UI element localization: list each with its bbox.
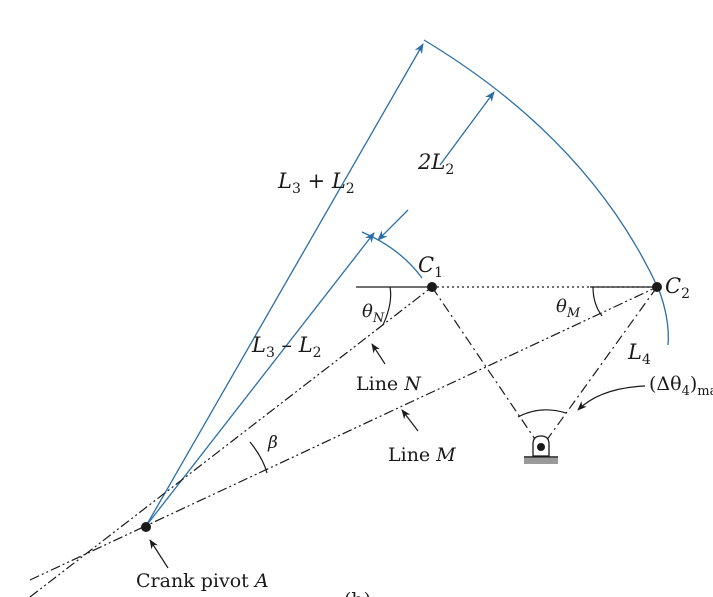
dim-line-l3-plus-l2: [145, 43, 424, 527]
label-l4: L4: [627, 340, 651, 368]
caption-fragment: (b): [344, 589, 371, 597]
pointer-delta-theta: [577, 385, 646, 411]
label-delta-theta-max: (Δθ4)max: [649, 373, 713, 399]
label-c1: C1: [418, 253, 443, 281]
label-c2: C2: [665, 274, 690, 302]
pointer-line-m: [401, 409, 419, 432]
rocker-c1: [431, 286, 542, 449]
arc-l3-plus-l2: [423, 39, 669, 346]
label-2l2: 2L2: [417, 150, 454, 178]
dim-line-2l2-lower: [377, 209, 409, 241]
joint-crank-pivot: [141, 522, 151, 532]
dim-line-2l2-upper: [439, 91, 495, 166]
label-line-n: Line N: [356, 373, 422, 395]
line-m: [29, 286, 658, 581]
label-theta-n: θN: [362, 301, 385, 326]
angle-beta: [249, 441, 268, 474]
label-l3-plus-l2: L3 + L2: [277, 169, 355, 197]
joint-ground: [537, 443, 545, 451]
arc-l3-minus-l2: [361, 231, 423, 279]
label-crank-pivot-a: Crank pivot A: [136, 570, 269, 592]
angle-theta-n: [382, 286, 392, 326]
label-line-m: Line M: [388, 444, 456, 466]
joint-c2: [652, 282, 662, 292]
label-theta-m: θM: [556, 296, 581, 321]
label-beta: β: [267, 433, 278, 453]
pointer-line-n: [371, 343, 386, 365]
pointer-crank-pivot: [149, 539, 169, 569]
angle-theta-m: [592, 286, 603, 317]
joint-c1: [427, 282, 437, 292]
rocker-c2: [540, 286, 658, 449]
label-l3-minus-l2: L3 – L2: [251, 333, 322, 361]
dim-line-l3-minus-l2: [145, 232, 375, 527]
angle-delta-theta: [517, 409, 567, 418]
line-n: [29, 286, 433, 597]
